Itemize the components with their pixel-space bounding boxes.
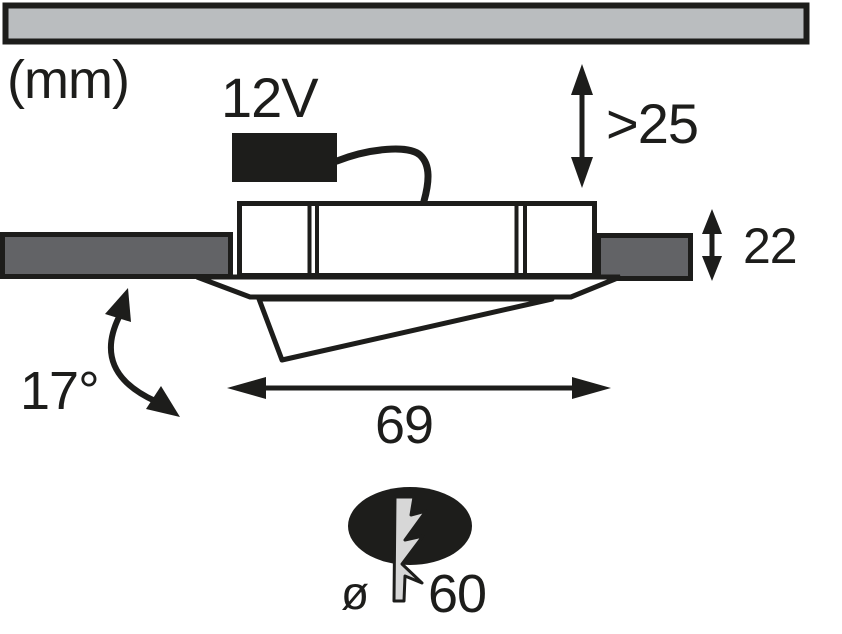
panel-thickness-label: 22 <box>743 218 797 274</box>
power-wire <box>333 145 432 205</box>
cutout-diameter-label: 60 <box>428 564 486 624</box>
recess-depth-arrow <box>571 64 593 188</box>
width-label: 69 <box>375 395 433 455</box>
arrow-up-icon <box>105 288 131 322</box>
arrow-up-icon <box>571 64 593 95</box>
unit-label: (mm) <box>7 50 129 110</box>
drill-bolt-icon <box>392 495 428 603</box>
panel-thickness-arrow <box>702 209 722 281</box>
transformer-box <box>232 133 337 182</box>
voltage-label: 12V <box>221 66 319 129</box>
trim-bezel <box>196 274 621 300</box>
tilt-arc-arrow <box>105 288 180 417</box>
diameter-symbol: ø <box>341 567 369 619</box>
ceiling-surface <box>2 2 810 45</box>
width-arrow <box>227 377 611 399</box>
recess-depth-label: >25 <box>606 92 698 155</box>
arrow-right-icon <box>572 377 611 399</box>
arrow-up-icon <box>702 209 722 234</box>
tilt-angle-label: 17° <box>20 361 99 421</box>
tilted-lamp-face <box>256 296 555 363</box>
ceiling-panel-left <box>0 232 233 279</box>
arrow-down-icon <box>146 386 180 417</box>
ceiling-panel-right <box>596 233 693 281</box>
arrow-down-icon <box>702 256 722 281</box>
fixture-housing <box>237 201 597 278</box>
arrow-left-icon <box>227 377 266 399</box>
arrow-down-icon <box>571 157 593 188</box>
